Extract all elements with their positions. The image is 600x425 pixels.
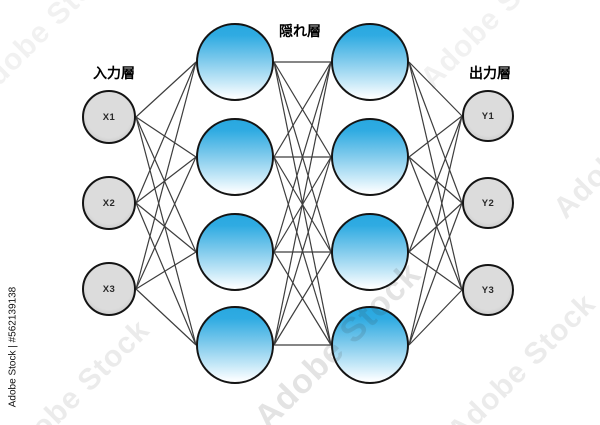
input-node-x3: X3 [82,262,136,316]
connection-line [408,61,463,117]
input-node-x3-label: X3 [102,283,116,295]
connection-line [408,202,463,253]
connection-line [408,115,463,158]
connection-line [408,202,463,346]
connection-line [135,61,197,204]
connection-line [408,156,463,291]
connection-line [135,61,197,118]
connection-line [273,61,332,158]
input-node-x1: X1 [82,90,136,144]
connection-line [135,202,197,253]
hidden-layer-label: 隠れ層 [279,23,321,39]
hidden2-node-2 [331,118,409,196]
connection-line [135,156,197,204]
connection-line [135,116,197,346]
connection-line [135,156,197,290]
connection-line [135,251,197,290]
output-node-y3-label: Y3 [481,284,495,296]
input-node-x2: X2 [82,176,136,230]
output-node-y3: Y3 [462,264,514,316]
output-layer-label: 出力層 [469,65,511,81]
input-layer-label: 入力層 [93,65,135,81]
connection-line [408,156,463,204]
output-node-y2-label: Y2 [481,197,495,209]
connection-line [408,61,463,291]
connection-line [135,61,197,290]
connection-line [408,115,463,346]
connection-line [273,156,332,346]
connection-line [273,61,332,346]
output-node-y1: Y1 [462,90,514,142]
connection-line [273,251,332,346]
connection-line [273,61,332,253]
hidden2-node-4 [331,306,409,384]
connection-line [408,61,463,204]
hidden1-node-3 [196,213,274,291]
connection-line [135,202,197,346]
input-node-x2-label: X2 [102,197,116,209]
connection-line [408,251,463,291]
input-node-x1-label: X1 [102,111,116,123]
hidden1-node-1 [196,23,274,101]
output-node-y2: Y2 [462,177,514,229]
connection-line [408,289,463,346]
hidden1-node-4 [196,306,274,384]
hidden2-node-3 [331,213,409,291]
hidden1-node-2 [196,118,274,196]
hidden2-node-1 [331,23,409,101]
connection-line [135,288,197,346]
connection-line [135,116,197,253]
connection-line [135,116,197,158]
connection-line [408,115,463,253]
output-node-y1-label: Y1 [481,110,495,122]
